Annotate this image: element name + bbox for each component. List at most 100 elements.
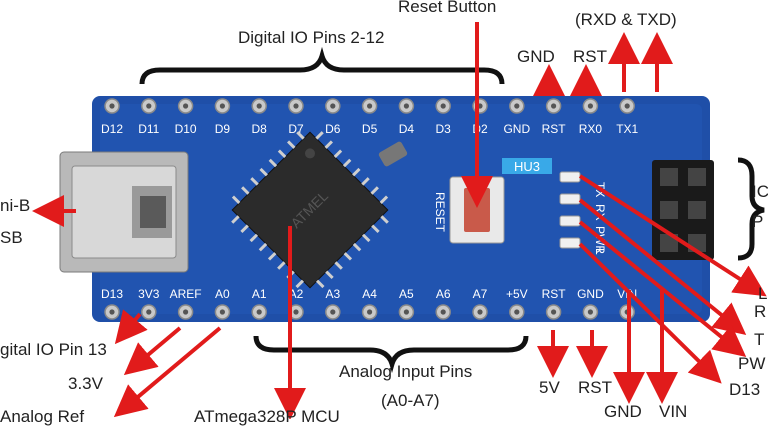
chip-leg <box>231 215 240 224</box>
top-pin-label-d6: D6 <box>325 122 341 136</box>
chip-leg <box>315 131 324 140</box>
chip-leg <box>380 215 389 224</box>
bottom-pin-label-aref: AREF <box>170 287 202 301</box>
top-pin-pad-hole <box>367 103 373 109</box>
chip-leg <box>361 177 370 186</box>
chip-leg <box>371 224 380 233</box>
led-l-arrow <box>578 174 767 297</box>
top-pin-label-d2: D2 <box>472 122 488 136</box>
vin-bottom-label: VIN <box>659 402 688 421</box>
chip-leg <box>343 252 353 261</box>
chip-leg <box>240 224 249 233</box>
v33-label: 3.3V <box>68 374 103 393</box>
bottom-pin-label-a3: A3 <box>325 287 340 301</box>
chip-leg <box>352 242 362 252</box>
analog-ref-label: Analog Ref <box>0 407 85 426</box>
digital-io-bracket <box>139 46 505 85</box>
bottom-pin-pad-hole <box>219 309 225 315</box>
rst-top-label: RST <box>573 47 607 66</box>
gnd-bottom-label: GND <box>604 402 642 421</box>
led-rx <box>559 193 581 205</box>
icsp-header <box>652 160 714 260</box>
chip-leg <box>277 149 287 159</box>
top-pin-pad-hole <box>256 103 262 109</box>
chip-leg <box>333 149 343 159</box>
top-pin-label-rst: RST <box>542 122 567 136</box>
bottom-pin-label-a1: A1 <box>252 287 267 301</box>
atmega328p-chip: ATMEL <box>231 131 389 289</box>
top-pin-label-rx0: RX0 <box>579 122 603 136</box>
bottom-pin-label-3v3: 3V3 <box>138 287 160 301</box>
usb-label: SB <box>0 228 23 247</box>
led-label-l: L <box>593 248 607 255</box>
led-pwr-arrow <box>578 242 722 384</box>
led-pw-label: PW <box>738 354 766 373</box>
chip-leg <box>296 131 305 140</box>
bottom-pin-pad-hole <box>551 309 557 315</box>
bottom-pin-pad-hole <box>293 309 299 315</box>
top-pin-pad-hole <box>293 103 299 109</box>
bottom-pin-pad-hole <box>367 309 373 315</box>
top-pin-label-gnd: GND <box>503 122 530 136</box>
bottom-pin-pad-hole <box>183 309 189 315</box>
reset-button-label: Reset Button <box>398 0 497 16</box>
bottom-pin-pad-hole <box>477 309 483 315</box>
chip-leg <box>277 261 286 270</box>
aref-arrow <box>113 326 222 418</box>
led-d13-label: D13 <box>729 380 761 399</box>
led-label-rx: RX <box>593 204 607 221</box>
chip-leg <box>324 140 333 149</box>
chip-leg <box>258 242 268 252</box>
bottom-pin-label-a6: A6 <box>436 287 451 301</box>
bottom-pin-pad-hole <box>514 309 520 315</box>
bottom-pin-label-a5: A5 <box>399 287 414 301</box>
top-pin-label-d3: D3 <box>436 122 452 136</box>
chip-leg <box>241 186 250 195</box>
top-pin-pad-hole <box>624 103 630 109</box>
chip-leg <box>268 158 278 168</box>
d13-arrow <box>114 309 148 345</box>
top-pin-pad-hole <box>440 103 446 109</box>
hw-badge-text: HU3 <box>514 159 540 174</box>
bottom-pin-label-a7: A7 <box>473 287 488 301</box>
icsp-bracket <box>737 157 765 261</box>
led-r-label: R <box>754 302 767 321</box>
analog-input-label: Analog Input Pins <box>339 362 473 381</box>
top-pin-pad-hole <box>514 103 520 109</box>
resonator <box>378 141 408 167</box>
bottom-pin-label-rst: RST <box>542 287 567 301</box>
hw-badge <box>502 158 552 174</box>
a0-a7-label: (A0-A7) <box>381 391 440 410</box>
chip-leg <box>361 233 371 243</box>
top-pin-label-d11: D11 <box>138 122 159 136</box>
mini-usb-connector <box>59 151 189 273</box>
led-pwr <box>559 215 581 227</box>
rxd-txd-label: (RXD & TXD) <box>575 10 677 29</box>
chip-leg <box>259 167 268 177</box>
bottom-pin-label-d13: D13 <box>101 287 123 301</box>
top-pin-label-d9: D9 <box>215 122 231 136</box>
analog-input-bracket <box>253 335 529 374</box>
chip-leg <box>250 177 259 186</box>
mcu-label: ATmega328P MCU <box>194 407 340 426</box>
bottom-pin-pad-hole <box>587 309 594 315</box>
bottom-pin-label-a0: A0 <box>215 287 230 301</box>
top-pin-pad-hole <box>403 103 409 109</box>
bottom-pin-pad-hole <box>146 309 152 315</box>
icsp-label-2: P <box>752 212 764 231</box>
v5-label: 5V <box>539 378 560 397</box>
top-pin-pad-hole <box>109 103 115 109</box>
top-pin-pad-hole <box>330 103 336 109</box>
led-t-label: T <box>754 330 765 349</box>
annotation-arrows <box>32 22 767 420</box>
led-tx-arrow <box>578 198 747 336</box>
bottom-pin-pad-hole <box>403 309 409 315</box>
chip-leg <box>249 233 259 243</box>
bottom-pin-label-gnd: GND <box>577 287 604 301</box>
bottom-pin-pad-hole <box>330 309 336 315</box>
top-pin-label-tx1: TX1 <box>616 122 638 136</box>
icsp-label-1: IC <box>752 182 768 201</box>
top-pin-pad-hole <box>183 103 189 109</box>
